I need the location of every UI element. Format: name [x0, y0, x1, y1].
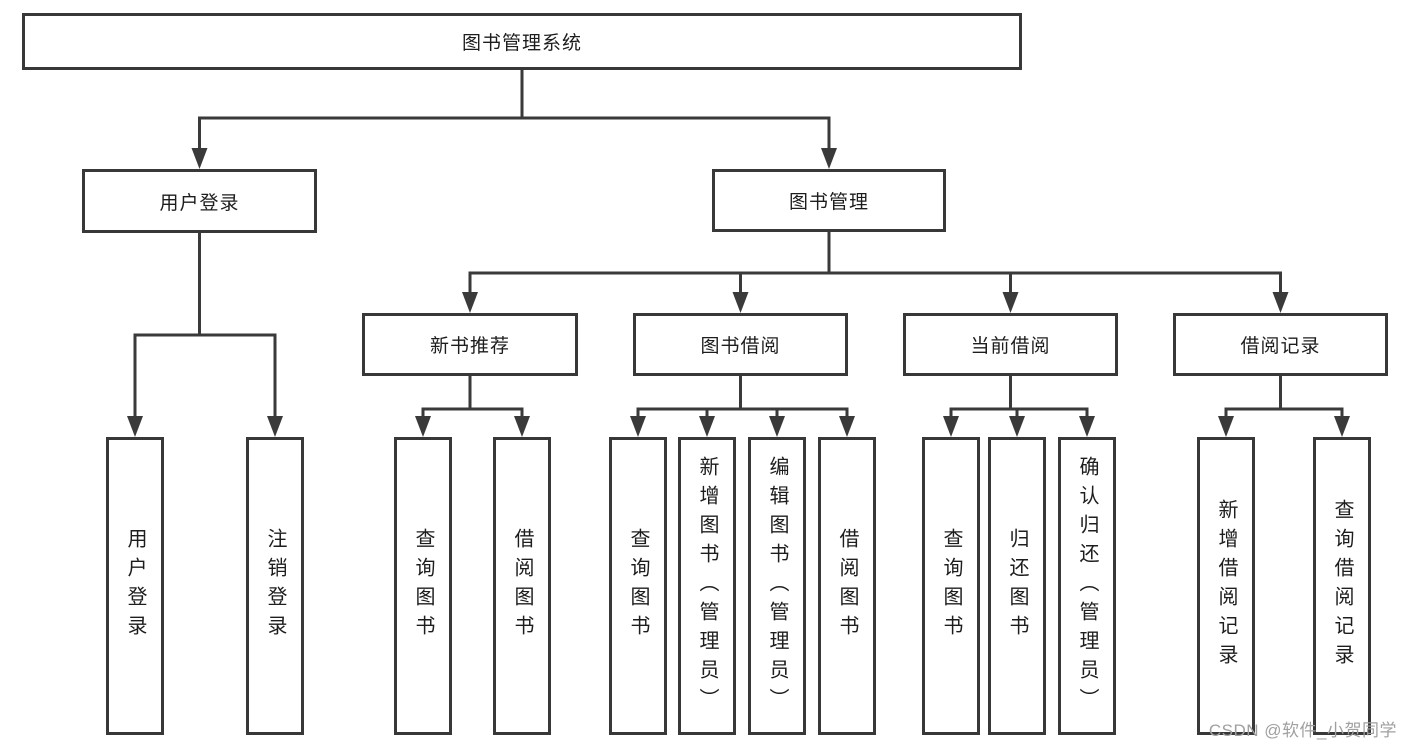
leaf-query-book-recommend: 查询图书: [394, 437, 452, 735]
leaf-edit-book-admin-label: 编辑图书（管理员）: [766, 455, 788, 717]
leaf-logout-login-label: 注销登录: [264, 528, 286, 644]
node-book-management: 图书管理: [712, 169, 946, 232]
leaf-add-borrow-record-label: 新增借阅记录: [1215, 499, 1237, 673]
leaf-query-borrow-record-label: 查询借阅记录: [1331, 499, 1353, 673]
leaf-user-login: 用户登录: [106, 437, 164, 735]
leaf-query-book-current-label: 查询图书: [940, 528, 962, 644]
leaf-return-book: 归还图书: [988, 437, 1046, 735]
leaf-query-borrow-record: 查询借阅记录: [1313, 437, 1371, 735]
leaf-borrow-book-recommend-label: 借阅图书: [511, 528, 533, 644]
node-new-book-recommend: 新书推荐: [362, 313, 578, 376]
leaf-confirm-return-admin: 确认归还（管理员）: [1058, 437, 1116, 735]
node-user-login: 用户登录: [82, 169, 317, 233]
node-current-borrow: 当前借阅: [903, 313, 1118, 376]
leaf-borrow-book-label: 借阅图书: [836, 528, 858, 644]
leaf-edit-book-admin: 编辑图书（管理员）: [748, 437, 806, 735]
leaf-query-book-current: 查询图书: [922, 437, 980, 735]
leaf-borrow-book: 借阅图书: [818, 437, 876, 735]
leaf-borrow-book-recommend: 借阅图书: [493, 437, 551, 735]
node-book-borrow: 图书借阅: [633, 313, 848, 376]
leaf-query-book-recommend-label: 查询图书: [412, 528, 434, 644]
leaf-add-book-admin-label: 新增图书（管理员）: [696, 455, 718, 717]
leaf-query-book-borrow-label: 查询图书: [627, 528, 649, 644]
leaf-return-book-label: 归还图书: [1006, 528, 1028, 644]
leaf-user-login-label: 用户登录: [124, 528, 146, 644]
leaf-add-book-admin: 新增图书（管理员）: [678, 437, 736, 735]
watermark: CSDN @软件_小贺同学: [1208, 721, 1397, 740]
leaf-confirm-return-admin-label: 确认归还（管理员）: [1076, 455, 1098, 717]
leaf-logout-login: 注销登录: [246, 437, 304, 735]
leaf-query-book-borrow: 查询图书: [609, 437, 667, 735]
node-root: 图书管理系统: [22, 13, 1022, 70]
node-borrow-records: 借阅记录: [1173, 313, 1388, 376]
leaf-add-borrow-record: 新增借阅记录: [1197, 437, 1255, 735]
